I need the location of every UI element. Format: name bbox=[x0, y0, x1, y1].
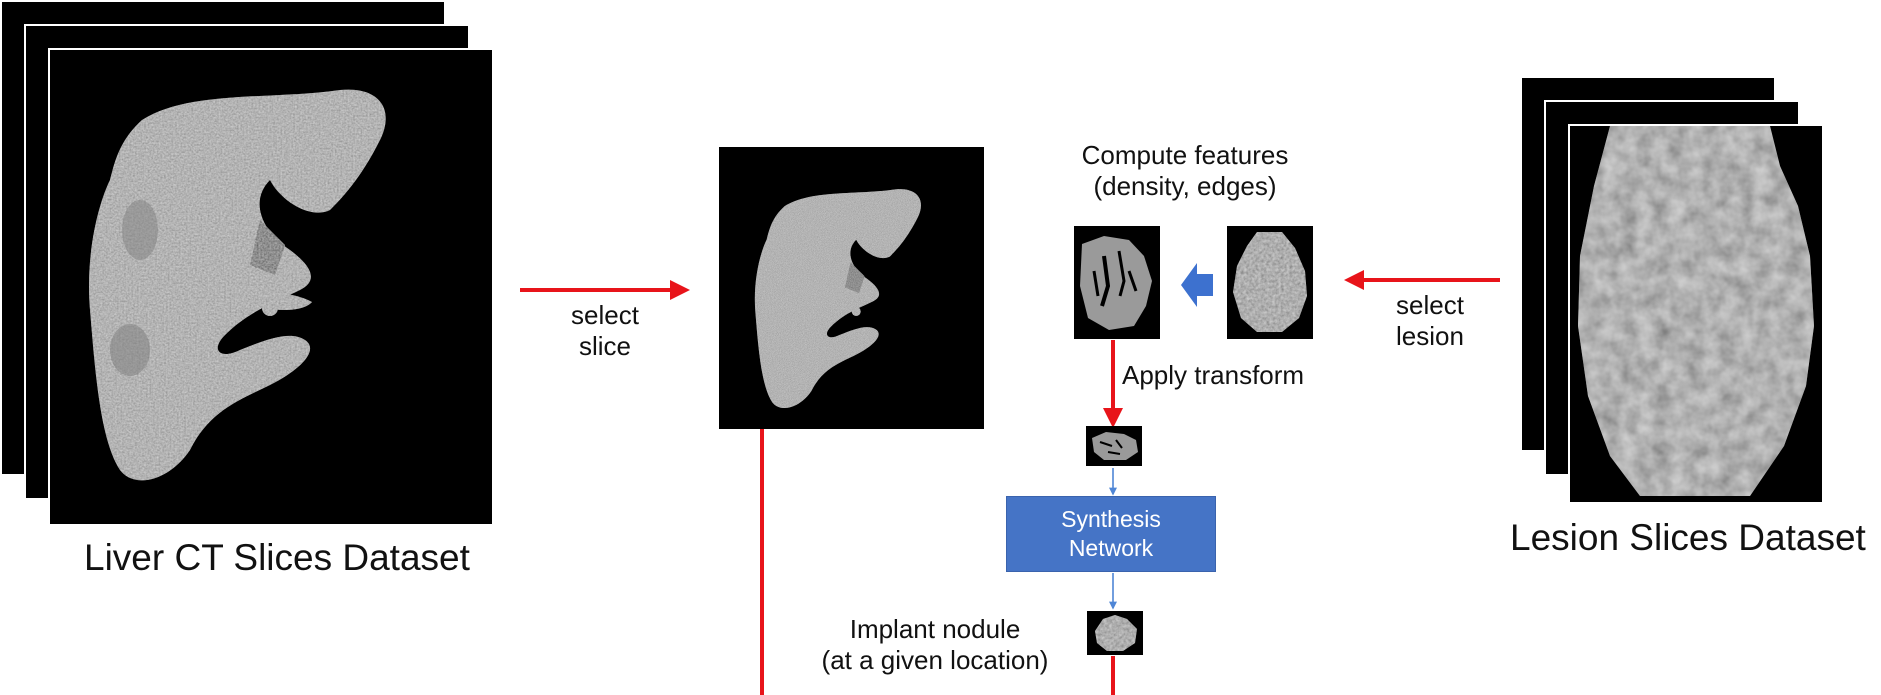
select-lesion-line-2: lesion bbox=[1396, 320, 1464, 351]
synthesized-nodule-image bbox=[1095, 615, 1137, 651]
edge-feature-panel bbox=[1074, 226, 1160, 339]
liver-dataset-label: Liver CT Slices Dataset bbox=[84, 537, 470, 578]
implant-nodule-label: Implant nodule (at a given location) bbox=[790, 614, 1080, 675]
select-lesion-line-1: select bbox=[1396, 290, 1464, 320]
synthesized-nodule-panel bbox=[1087, 611, 1143, 655]
select-lesion-label: select lesion bbox=[1380, 290, 1480, 351]
lesion-dataset-label: Lesion Slices Dataset bbox=[1510, 517, 1866, 558]
lesion-crop-image bbox=[1233, 232, 1307, 332]
lesion-stack-card-front bbox=[1568, 124, 1824, 504]
selected-slice-panel bbox=[719, 147, 984, 429]
liver-vessel-gap bbox=[250, 220, 285, 275]
implant-nodule-line-2: (at a given location) bbox=[821, 644, 1049, 675]
synthesis-network-line-2: Network bbox=[1068, 535, 1154, 561]
select-slice-line-1: select bbox=[571, 300, 639, 330]
transformed-lesion-mask-image bbox=[1092, 432, 1138, 460]
blue-block-arrow-left bbox=[1181, 263, 1213, 307]
select-slice-line-2: slice bbox=[578, 330, 631, 361]
compute-features-label: Compute features (density, edges) bbox=[1055, 140, 1315, 201]
liver-stack-card-front bbox=[48, 48, 494, 526]
compute-features-line-2: (density, edges) bbox=[1093, 170, 1277, 201]
select-slice-label: select slice bbox=[555, 300, 655, 361]
lesion-crop-panel bbox=[1227, 226, 1313, 339]
implant-nodule-line-1: Implant nodule bbox=[849, 614, 1021, 644]
synthesis-network-box: Synthesis Network bbox=[1006, 496, 1216, 572]
transformed-mask-panel bbox=[1086, 426, 1142, 466]
apply-transform-label: Apply transform bbox=[1122, 360, 1305, 390]
liver-ct-slice-image bbox=[89, 89, 386, 481]
selected-liver-slice-image bbox=[754, 189, 921, 409]
synthesis-network-line-1: Synthesis bbox=[1061, 505, 1161, 532]
compute-features-line-1: Compute features bbox=[1081, 140, 1289, 170]
lesion-slice-stack-image bbox=[1578, 126, 1814, 496]
edge-feature-map-image bbox=[1080, 236, 1152, 330]
liver-shape bbox=[89, 89, 386, 481]
